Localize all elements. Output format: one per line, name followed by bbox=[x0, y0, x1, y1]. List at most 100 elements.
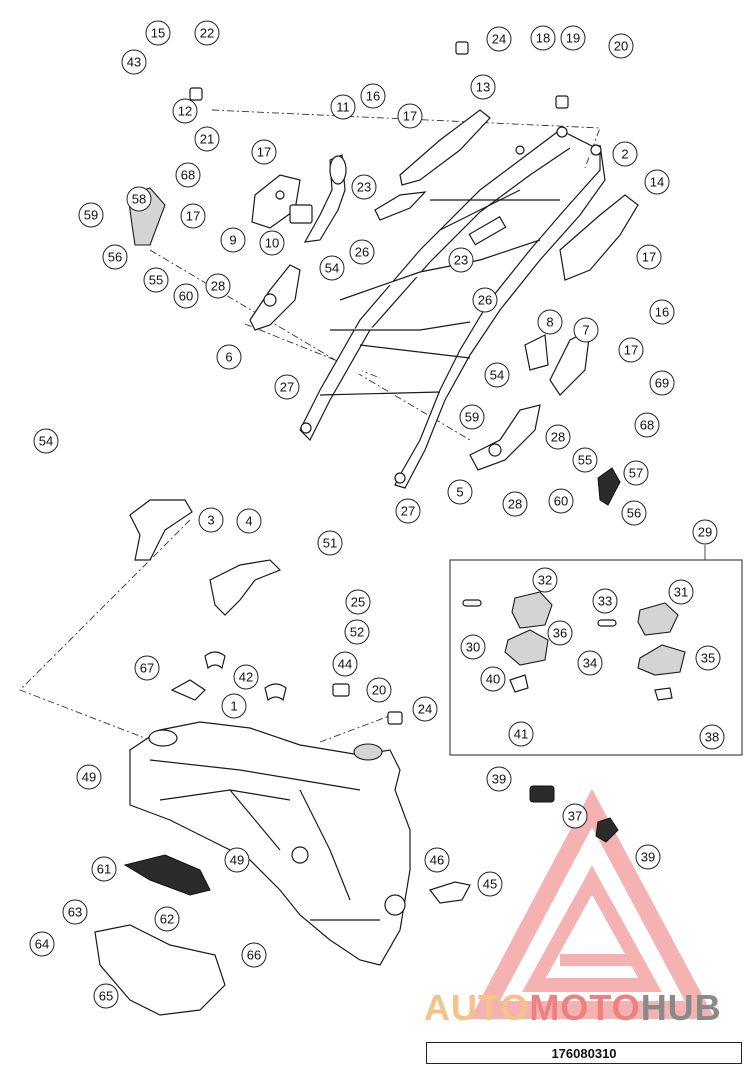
callout-circle bbox=[330, 94, 356, 120]
callout-number: 9 bbox=[229, 233, 236, 248]
callout-number: 21 bbox=[200, 132, 214, 147]
callout-number: 17 bbox=[257, 145, 271, 160]
callout-number: 45 bbox=[483, 877, 497, 892]
callout-22: 22 bbox=[194, 20, 220, 46]
callout-number: 27 bbox=[401, 504, 415, 519]
callout-circle bbox=[172, 98, 198, 124]
watermark-part-1: AUTO bbox=[424, 987, 530, 1028]
callout-circle bbox=[319, 255, 345, 281]
callout-circle bbox=[537, 309, 563, 335]
callout-number: 12 bbox=[178, 104, 192, 119]
callout-25: 25 bbox=[345, 589, 371, 615]
callout-circle bbox=[635, 844, 661, 870]
callout-19: 19 bbox=[560, 25, 586, 51]
callout-55: 55 bbox=[572, 447, 598, 473]
callout-41: 41 bbox=[508, 721, 534, 747]
callout-circle bbox=[699, 724, 725, 750]
callout-49: 49 bbox=[76, 764, 102, 790]
side-covers bbox=[524, 328, 591, 396]
callout-number: 33 bbox=[598, 594, 612, 609]
callout-26: 26 bbox=[349, 239, 375, 265]
callout-circle bbox=[259, 230, 285, 256]
callout-circle bbox=[623, 460, 649, 486]
callout-24: 24 bbox=[412, 696, 438, 722]
callout-circle bbox=[547, 620, 573, 646]
callout-61: 61 bbox=[91, 856, 117, 882]
callout-circle bbox=[62, 899, 88, 925]
rear-subframe bbox=[299, 126, 606, 489]
callout-20: 20 bbox=[608, 33, 634, 59]
callout-number: 18 bbox=[536, 31, 550, 46]
callout-circle bbox=[366, 677, 392, 703]
callout-number: 35 bbox=[701, 651, 715, 666]
callout-circle bbox=[194, 126, 220, 152]
callout-54: 54 bbox=[319, 255, 345, 281]
callout-circle bbox=[76, 764, 102, 790]
callout-number: 66 bbox=[247, 948, 261, 963]
callout-16: 16 bbox=[360, 83, 386, 109]
callout-12: 12 bbox=[172, 98, 198, 124]
callout-number: 54 bbox=[325, 261, 339, 276]
callout-34: 34 bbox=[577, 650, 603, 676]
callout-32: 32 bbox=[532, 567, 558, 593]
callout-number: 44 bbox=[338, 657, 352, 672]
callout-circle bbox=[502, 491, 528, 517]
callout-circle bbox=[612, 141, 638, 167]
callout-number: 17 bbox=[624, 343, 638, 358]
lower-guard bbox=[123, 854, 211, 896]
callout-circle bbox=[175, 162, 201, 188]
watermark-part-3: HUB bbox=[640, 987, 722, 1028]
callout-number: 55 bbox=[578, 453, 592, 468]
callout-58: 58 bbox=[126, 186, 152, 212]
callout-number: 39 bbox=[641, 850, 655, 865]
callout-27: 27 bbox=[395, 498, 421, 524]
skid-plate bbox=[94, 924, 226, 1016]
watermark-part-2: MOTO bbox=[529, 987, 641, 1028]
callout-number: 63 bbox=[68, 905, 82, 920]
callout-55: 55 bbox=[143, 267, 169, 293]
callout-number: 26 bbox=[478, 293, 492, 308]
callout-circle bbox=[618, 337, 644, 363]
callout-circle bbox=[344, 619, 370, 645]
callout-circle bbox=[573, 317, 599, 343]
callout-23: 23 bbox=[351, 174, 377, 200]
callout-number: 3 bbox=[207, 513, 214, 528]
callout-circle bbox=[649, 299, 675, 325]
callout-number: 6 bbox=[225, 350, 232, 365]
callout-17: 17 bbox=[618, 337, 644, 363]
callout-number: 17 bbox=[642, 250, 656, 265]
callout-circle bbox=[644, 169, 670, 195]
callout-28: 28 bbox=[502, 491, 528, 517]
callout-number: 14 bbox=[650, 175, 664, 190]
side-bracket bbox=[468, 194, 639, 281]
callout-49: 49 bbox=[224, 847, 250, 873]
callout-circle bbox=[560, 25, 586, 51]
callout-8: 8 bbox=[537, 309, 563, 335]
callout-17: 17 bbox=[397, 103, 423, 129]
callout-31: 31 bbox=[668, 579, 694, 605]
callout-number: 54 bbox=[490, 368, 504, 383]
callout-number: 49 bbox=[230, 853, 244, 868]
callout-circle bbox=[349, 239, 375, 265]
callout-circle bbox=[205, 273, 231, 299]
callout-60: 60 bbox=[548, 488, 574, 514]
callout-number: 16 bbox=[655, 305, 669, 320]
callout-6: 6 bbox=[216, 344, 242, 370]
callout-number: 58 bbox=[132, 192, 146, 207]
callout-number: 64 bbox=[35, 937, 49, 952]
callout-circle bbox=[143, 267, 169, 293]
callout-number: 38 bbox=[705, 730, 719, 745]
callout-13: 13 bbox=[470, 74, 496, 100]
callout-17: 17 bbox=[251, 139, 277, 165]
callout-number: 57 bbox=[629, 466, 643, 481]
callout-number: 69 bbox=[655, 376, 669, 391]
callout-circle bbox=[592, 588, 618, 614]
callout-5: 5 bbox=[447, 479, 473, 505]
callout-number: 56 bbox=[108, 250, 122, 265]
callout-circle bbox=[397, 103, 423, 129]
callout-circle bbox=[33, 428, 59, 454]
callout-circle bbox=[351, 174, 377, 200]
callout-circle bbox=[508, 721, 534, 747]
callout-circle bbox=[395, 498, 421, 524]
callout-circle bbox=[477, 871, 503, 897]
